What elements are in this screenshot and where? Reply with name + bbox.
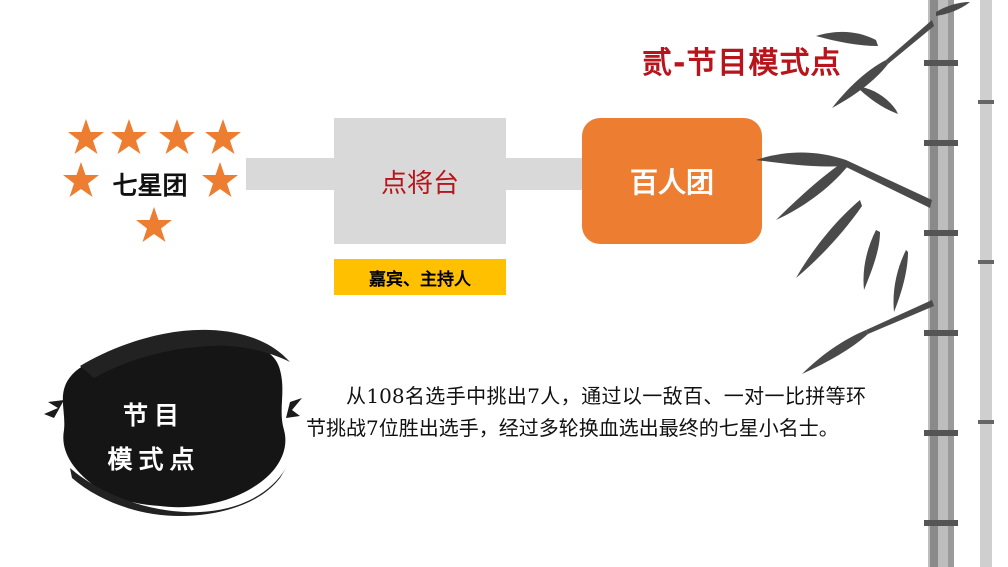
ink-brush-blob: [44, 329, 302, 516]
star-icon: [111, 119, 147, 154]
section-label: 节目 模式点: [92, 394, 216, 482]
hundred-group-box: 百人团: [582, 118, 762, 244]
seven-star-group-label: 七星团: [112, 171, 188, 200]
guest-host-badge: 嘉宾、主持人: [334, 259, 506, 295]
connector-right: [504, 158, 584, 190]
hundred-group-label: 百人团: [629, 166, 714, 199]
guest-host-label: 嘉宾、主持人: [369, 269, 471, 290]
section-label-line1: 节目: [122, 401, 185, 430]
star-icon: [68, 119, 104, 154]
star-icon: [205, 119, 241, 154]
bamboo-illustration: [756, 0, 994, 567]
section-label-line2: 模式点: [107, 445, 201, 474]
connector-left: [246, 158, 336, 190]
star-icon: [159, 119, 195, 154]
description-text: 从108名选手中挑出7人，通过以一敌百、一对一比拼等环节挑战7位胜出选手，经过多…: [306, 384, 866, 440]
slide-title: 贰-节目模式点: [642, 46, 842, 81]
star-icon: [136, 207, 172, 242]
center-stage-box: 点将台: [334, 118, 506, 244]
center-stage-label: 点将台: [380, 168, 459, 199]
